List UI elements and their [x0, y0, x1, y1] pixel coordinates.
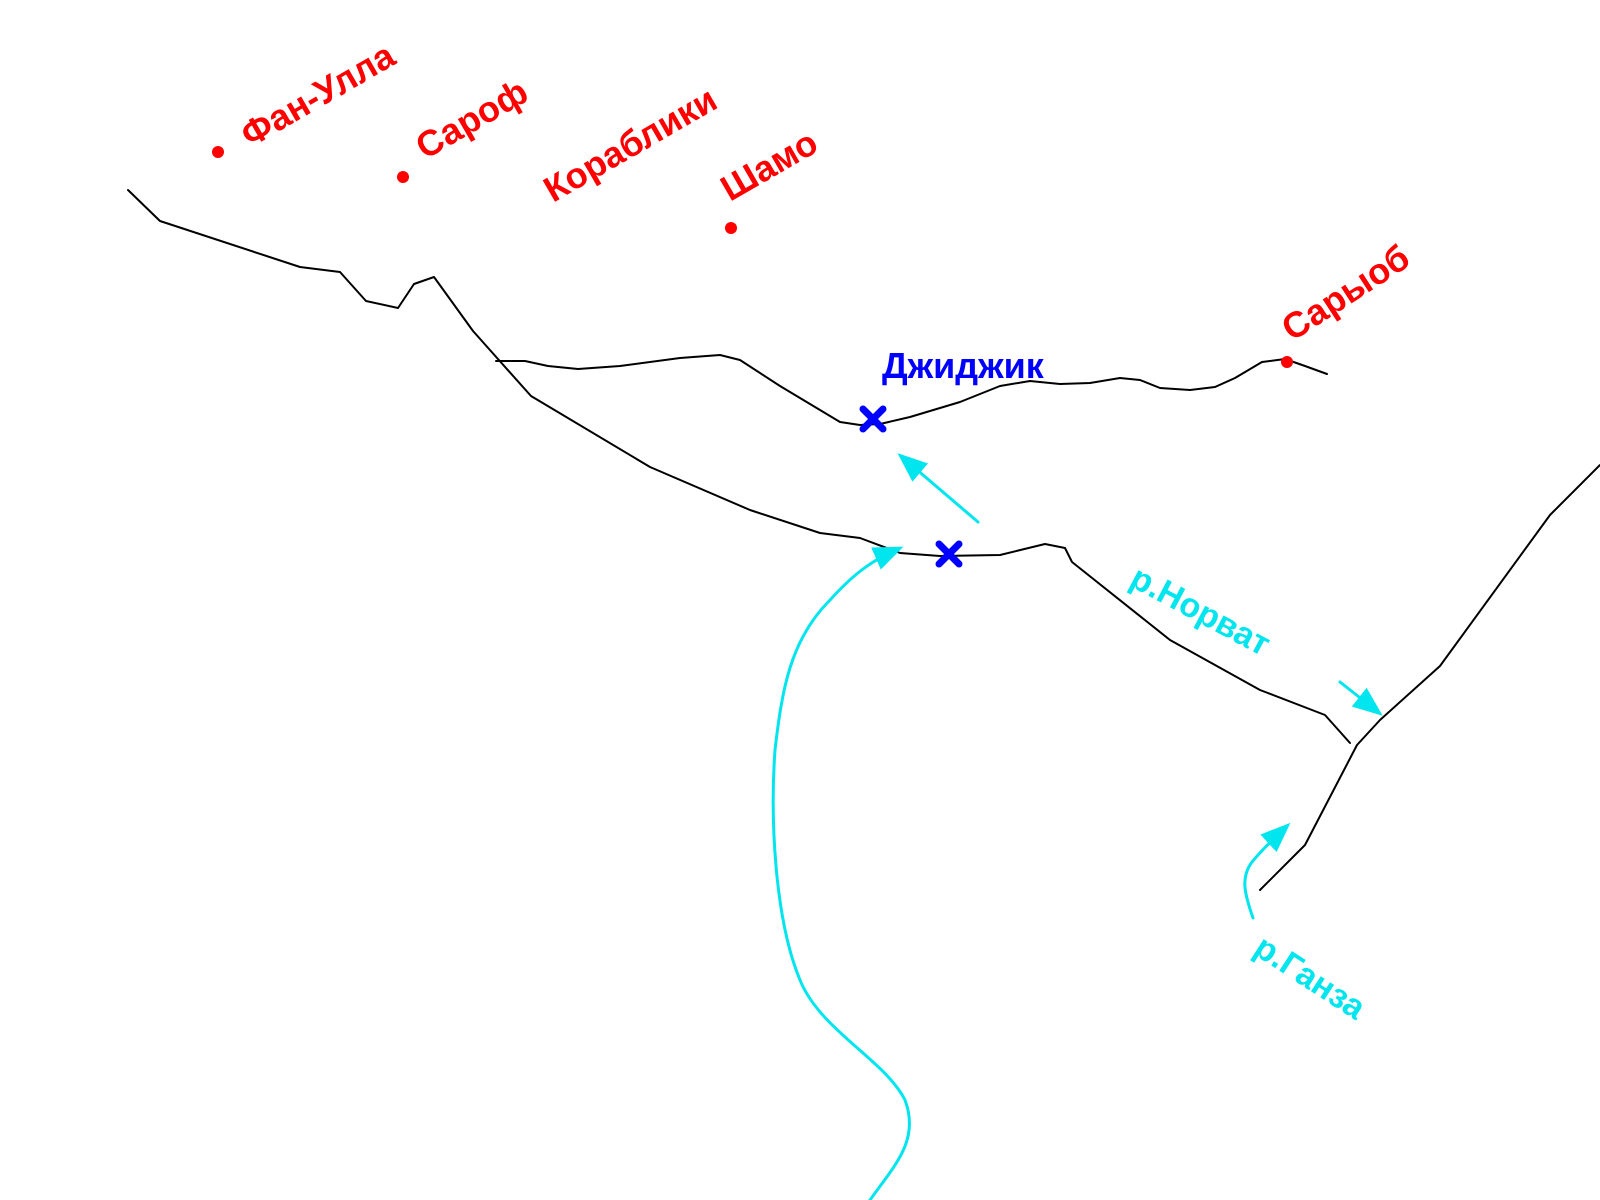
- peak-dot-fan-ulla: [212, 146, 224, 158]
- upper-ridge: [495, 354, 1328, 426]
- pass-direction-arrow: [897, 453, 980, 524]
- peak-dot-saryob: [1281, 356, 1293, 368]
- main-ridge: [127, 189, 1351, 744]
- pass-marker-lower-x-cross-icon: [935, 540, 963, 568]
- norvat-flow-arrow: [1338, 680, 1383, 716]
- peak-dot-shamo: [725, 222, 737, 234]
- pass-label: Джиджик: [882, 345, 1045, 386]
- pass-marker-upper-x-cross-icon: [859, 405, 887, 433]
- peak-dot-sarof: [397, 171, 409, 183]
- east-ridge: [1259, 464, 1600, 891]
- approach-route: [771, 546, 911, 1200]
- ganza-flow-arrow: [1243, 822, 1291, 920]
